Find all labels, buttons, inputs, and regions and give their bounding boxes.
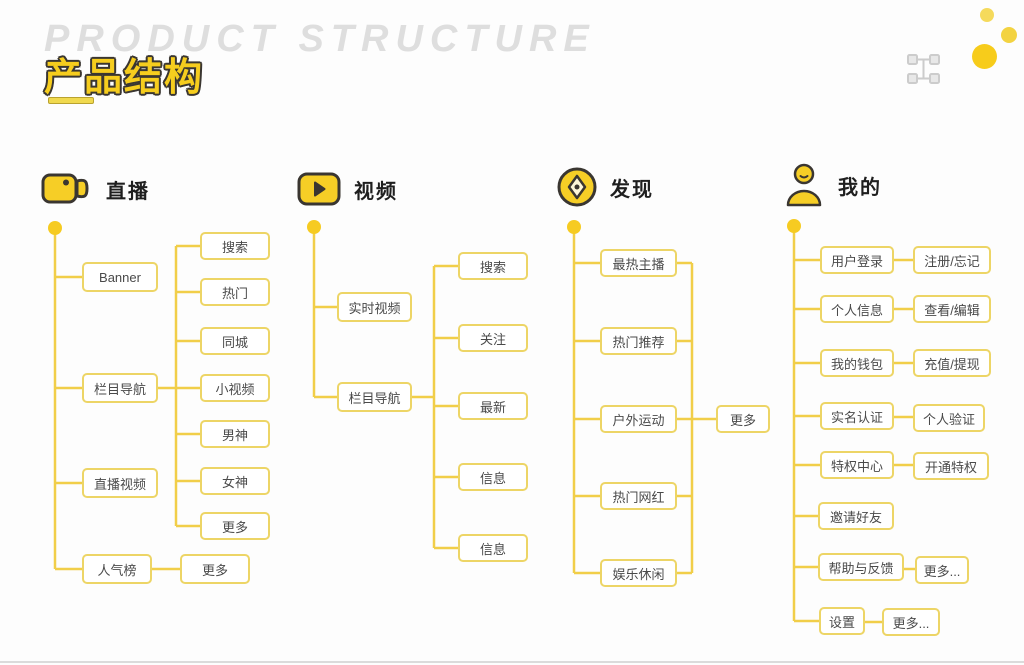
deco-dot-small — [980, 8, 994, 22]
section-header-mine: 我的 — [782, 162, 882, 208]
node-popularity-rank: 人气榜 — [82, 554, 152, 584]
node-video-info-2: 信息 — [458, 534, 528, 562]
video-camera-icon — [41, 173, 89, 204]
deco-dot-medium — [1001, 27, 1017, 43]
title-underline — [48, 97, 94, 104]
node-banner: Banner — [82, 262, 158, 292]
node-live-search: 搜索 — [200, 232, 270, 260]
node-hottest-anchors: 最热主播 — [600, 249, 677, 277]
section-header-video: 视频 — [296, 170, 398, 208]
node-live-more: 更多 — [200, 512, 270, 540]
node-real-name-auth: 实名认证 — [820, 402, 894, 430]
deco-dot-large — [972, 44, 997, 69]
section-title-discover: 发现 — [610, 178, 654, 201]
node-privilege-center: 特权中心 — [820, 451, 894, 479]
node-live-goddess: 女神 — [200, 467, 270, 495]
node-realtime-video: 实时视频 — [337, 292, 412, 322]
node-video-info-1: 信息 — [458, 463, 528, 491]
node-outdoor-sports: 户外运动 — [600, 405, 677, 433]
node-invite-friends: 邀请好友 — [818, 502, 894, 530]
node-discover-more: 更多 — [716, 405, 770, 433]
node-live-same-city: 同城 — [200, 327, 270, 355]
node-live-hot: 热门 — [200, 278, 270, 306]
node-activate-privilege: 开通特权 — [913, 452, 989, 480]
node-help-feedback: 帮助与反馈 — [818, 553, 904, 581]
video-tree-lines — [312, 227, 458, 550]
node-live-male-god: 男神 — [200, 420, 270, 448]
structure-glyph-icon — [907, 54, 940, 84]
background-title: PRODUCT STRUCTURE — [44, 18, 596, 60]
person-icon — [786, 163, 822, 207]
play-icon — [297, 172, 341, 206]
tree-anchor-dots — [48, 219, 801, 235]
node-video-nav: 栏目导航 — [337, 382, 412, 412]
node-help-more: 更多... — [915, 556, 969, 584]
node-settings: 设置 — [819, 607, 865, 635]
node-settings-more: 更多... — [882, 608, 940, 636]
node-personal-verify: 个人验证 — [913, 404, 985, 432]
node-my-wallet: 我的钱包 — [820, 349, 894, 377]
mine-tree-lines — [792, 226, 915, 624]
node-personal-info: 个人信息 — [820, 295, 894, 323]
page-title: 产品结构 — [44, 57, 205, 99]
section-header-live: 直播 — [40, 168, 150, 210]
node-view-edit: 查看/编辑 — [913, 295, 991, 323]
node-video-search: 搜索 — [458, 252, 528, 280]
discover-tree-lines — [572, 227, 716, 575]
node-live-short-video: 小视频 — [200, 374, 270, 402]
section-title-live: 直播 — [106, 180, 150, 203]
node-hot-influencers: 热门网红 — [600, 482, 677, 510]
node-live-nav: 栏目导航 — [82, 373, 158, 403]
node-video-latest: 最新 — [458, 392, 528, 420]
node-live-video: 直播视频 — [82, 468, 158, 498]
node-popularity-more: 更多 — [180, 554, 250, 584]
node-user-login: 用户登录 — [820, 246, 894, 274]
node-recharge-withdraw: 充值/提现 — [913, 349, 991, 377]
node-register-forgot: 注册/忘记 — [913, 246, 991, 274]
node-video-follow: 关注 — [458, 324, 528, 352]
section-title-mine: 我的 — [838, 176, 882, 199]
node-entertainment-leisure: 娱乐休闲 — [600, 559, 677, 587]
section-title-discover-video: 视频 — [354, 180, 398, 203]
section-header-discover: 发现 — [556, 166, 654, 208]
compass-icon — [557, 167, 597, 207]
live-tree-lines — [53, 228, 200, 571]
node-hot-recommend: 热门推荐 — [600, 327, 677, 355]
